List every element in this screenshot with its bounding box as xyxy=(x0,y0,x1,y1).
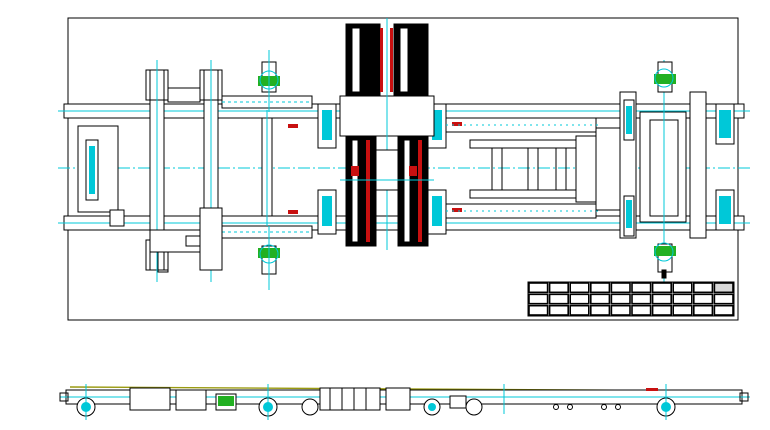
side-view-details xyxy=(85,384,667,420)
right-wheel-group xyxy=(619,60,735,282)
left-hubs xyxy=(258,50,280,290)
title-block-cell xyxy=(569,293,590,305)
title-block-cell xyxy=(528,282,549,294)
title-block-cell xyxy=(589,282,611,294)
title-block-cell xyxy=(610,282,631,294)
plan-view xyxy=(58,17,750,321)
title-block-cell xyxy=(672,293,693,305)
title-block-cell xyxy=(651,293,672,305)
title-block-cell xyxy=(672,282,693,294)
title-block-cell xyxy=(548,282,569,294)
title-block-cell xyxy=(631,293,652,305)
title-block-cell xyxy=(631,304,652,316)
title-block-cell xyxy=(548,304,569,316)
right-frame xyxy=(445,117,621,219)
side-view xyxy=(59,384,750,420)
title-block-cell xyxy=(672,304,693,316)
title-block-cell xyxy=(589,304,611,316)
mounting-pads xyxy=(317,103,447,235)
title-block-cell xyxy=(548,293,569,305)
title-block-cells xyxy=(528,282,734,316)
title-block-cell xyxy=(692,282,714,294)
title-block-cell xyxy=(631,282,652,294)
title-block-cell xyxy=(651,304,672,316)
title-block-cell xyxy=(651,282,672,294)
title-block-cell xyxy=(610,293,631,305)
drawing-frame xyxy=(67,17,739,321)
central-gearbox xyxy=(339,18,435,250)
title-block-cell xyxy=(713,282,734,294)
left-frame xyxy=(77,60,313,282)
title-block-cell xyxy=(713,293,734,305)
title-block-cell xyxy=(713,304,734,316)
title-block-cell xyxy=(692,293,714,305)
title-block xyxy=(527,281,735,317)
title-block-cell xyxy=(610,304,631,316)
title-block-cell xyxy=(589,293,611,305)
title-block-cell xyxy=(692,304,714,316)
title-block-cell xyxy=(569,282,590,294)
title-block-cell xyxy=(569,304,590,316)
title-block-cell xyxy=(528,304,549,316)
title-block-cell xyxy=(528,293,549,305)
